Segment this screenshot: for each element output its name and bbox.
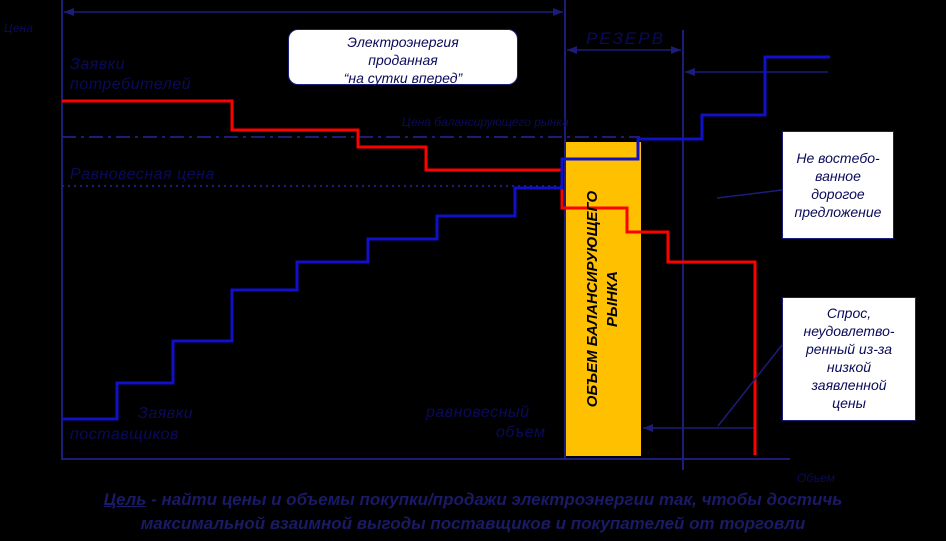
unclaimed-offer-pointer: [716, 189, 783, 199]
supplier-bids-label-1: Заявки: [138, 405, 194, 422]
goal-line-1: Цель - найти цены и объемы покупки/прода…: [0, 488, 946, 512]
balancing-price-label: Цена балансирующего рынка: [402, 115, 569, 129]
unsatisfied-demand-callout: Спрос, неудовлетво- ренный из-за низкой …: [782, 297, 916, 421]
unsatisfied-demand-line-5: заявленной: [811, 377, 887, 393]
goal-statement: Цель - найти цены и объемы покупки/прода…: [0, 488, 946, 536]
unsatisfied-demand-line-1: Спрос,: [826, 305, 872, 321]
sold-day-ahead-arrowhead-right: [553, 8, 563, 16]
unsatisfied-demand-arrowhead: [643, 424, 653, 432]
sold-day-ahead-line-3: “на сутки вперед”: [343, 70, 463, 86]
supplier-bids-label-2: поставщиков: [70, 426, 179, 443]
unclaimed-offer-line-2: ванное: [815, 168, 861, 184]
consumer-bids-label-2: потребителей: [70, 76, 192, 93]
sold-day-ahead-line-2: проданная: [368, 52, 438, 68]
x-axis-label: Объем: [797, 471, 835, 485]
y-axis-label: Цена: [4, 21, 33, 35]
unsatisfied-demand-line-3: ренный из-за: [805, 341, 893, 357]
balancing-volume-line-1: ОБЪЕМ БАЛАНСИРУЮЩЕГО: [584, 190, 601, 408]
reserve-arrowhead-left: [567, 46, 577, 54]
reserve-label: РЕЗЕРВ: [586, 29, 665, 48]
demand-curve: [62, 99, 757, 455]
equilibrium-volume-label-1: равновесный: [426, 404, 530, 421]
balancing-market-area: [565, 142, 641, 456]
unclaimed-offer-line-3: дорогое: [811, 186, 865, 202]
unclaimed-offer-line-4: предложение: [794, 204, 882, 220]
balancing-volume-text: ОБЪЕМ БАЛАНСИРУЮЩЕГО РЫНКА: [565, 142, 641, 456]
sold-day-ahead-callout: Электроэнергия проданная “на сутки впере…: [288, 29, 518, 86]
unsatisfied-demand-line-4: низкой: [826, 359, 872, 375]
reserve-arrowhead-right: [671, 46, 681, 54]
supply-curve: [62, 55, 830, 421]
unsatisfied-demand-line-6: цены: [832, 395, 866, 411]
sold-day-ahead-line-1: Электроэнергия: [347, 34, 459, 50]
unclaimed-offer-callout: Не востебо- ванное дорогое предложение: [782, 131, 894, 239]
unclaimed-offer-arrowhead: [685, 68, 695, 76]
goal-text-1: - найти цены и объемы покупки/продажи эл…: [146, 490, 843, 509]
balancing-volume-line-2: РЫНКА: [604, 271, 621, 327]
equilibrium-volume-label-2: объем: [496, 424, 546, 441]
consumer-bids-label-1: Заявки: [70, 56, 126, 73]
sold-day-ahead-arrowhead-left: [64, 8, 74, 16]
goal-line-2: максимальной взаимной выгоды поставщиков…: [140, 514, 806, 533]
unsatisfied-demand-pointer: [717, 344, 783, 427]
unsatisfied-demand-line-2: неудовлетво-: [803, 323, 895, 339]
unclaimed-offer-line-1: Не востебо-: [796, 150, 880, 166]
equilibrium-price-label: Равновесная цена: [70, 166, 215, 183]
goal-lead: Цель: [103, 490, 147, 509]
